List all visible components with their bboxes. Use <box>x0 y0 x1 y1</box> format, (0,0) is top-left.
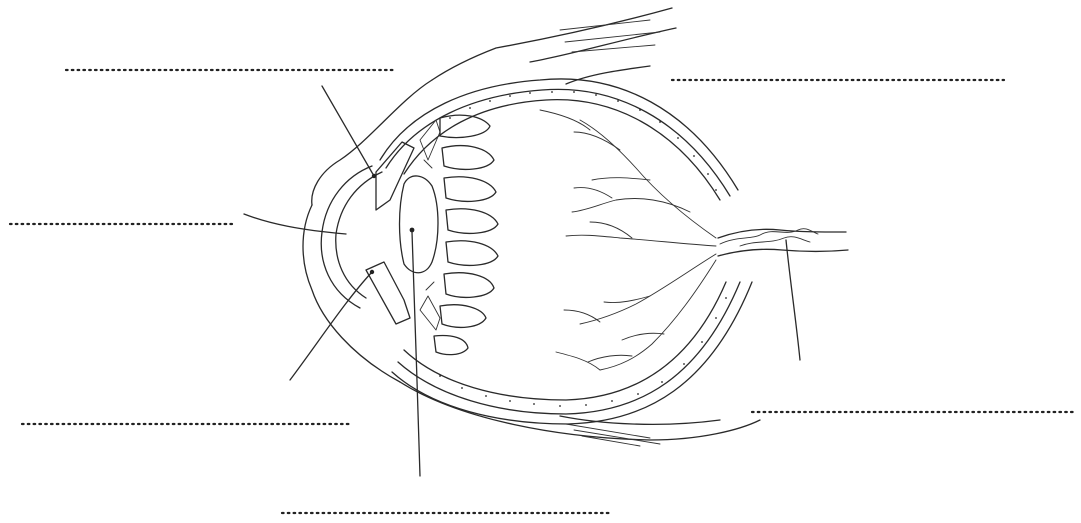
cornea <box>321 166 382 308</box>
ciliary-body <box>420 120 440 330</box>
pointer-line-ciliary <box>290 272 372 380</box>
optic-nerve <box>718 229 848 256</box>
vitreous-segments <box>434 115 498 354</box>
eyelid-lower <box>400 382 760 446</box>
lens <box>400 176 439 273</box>
retinal-vessels <box>540 110 716 370</box>
pointer-line-cornea <box>244 214 346 234</box>
sclera <box>380 79 752 424</box>
eyelid-upper <box>303 8 676 382</box>
pointer-line-lens <box>412 232 420 476</box>
pointer-lines <box>244 66 800 476</box>
pointer-line-iris <box>322 86 374 176</box>
pointer-line-optic-nerve <box>786 240 800 360</box>
pointer-line-sclera <box>566 66 650 84</box>
